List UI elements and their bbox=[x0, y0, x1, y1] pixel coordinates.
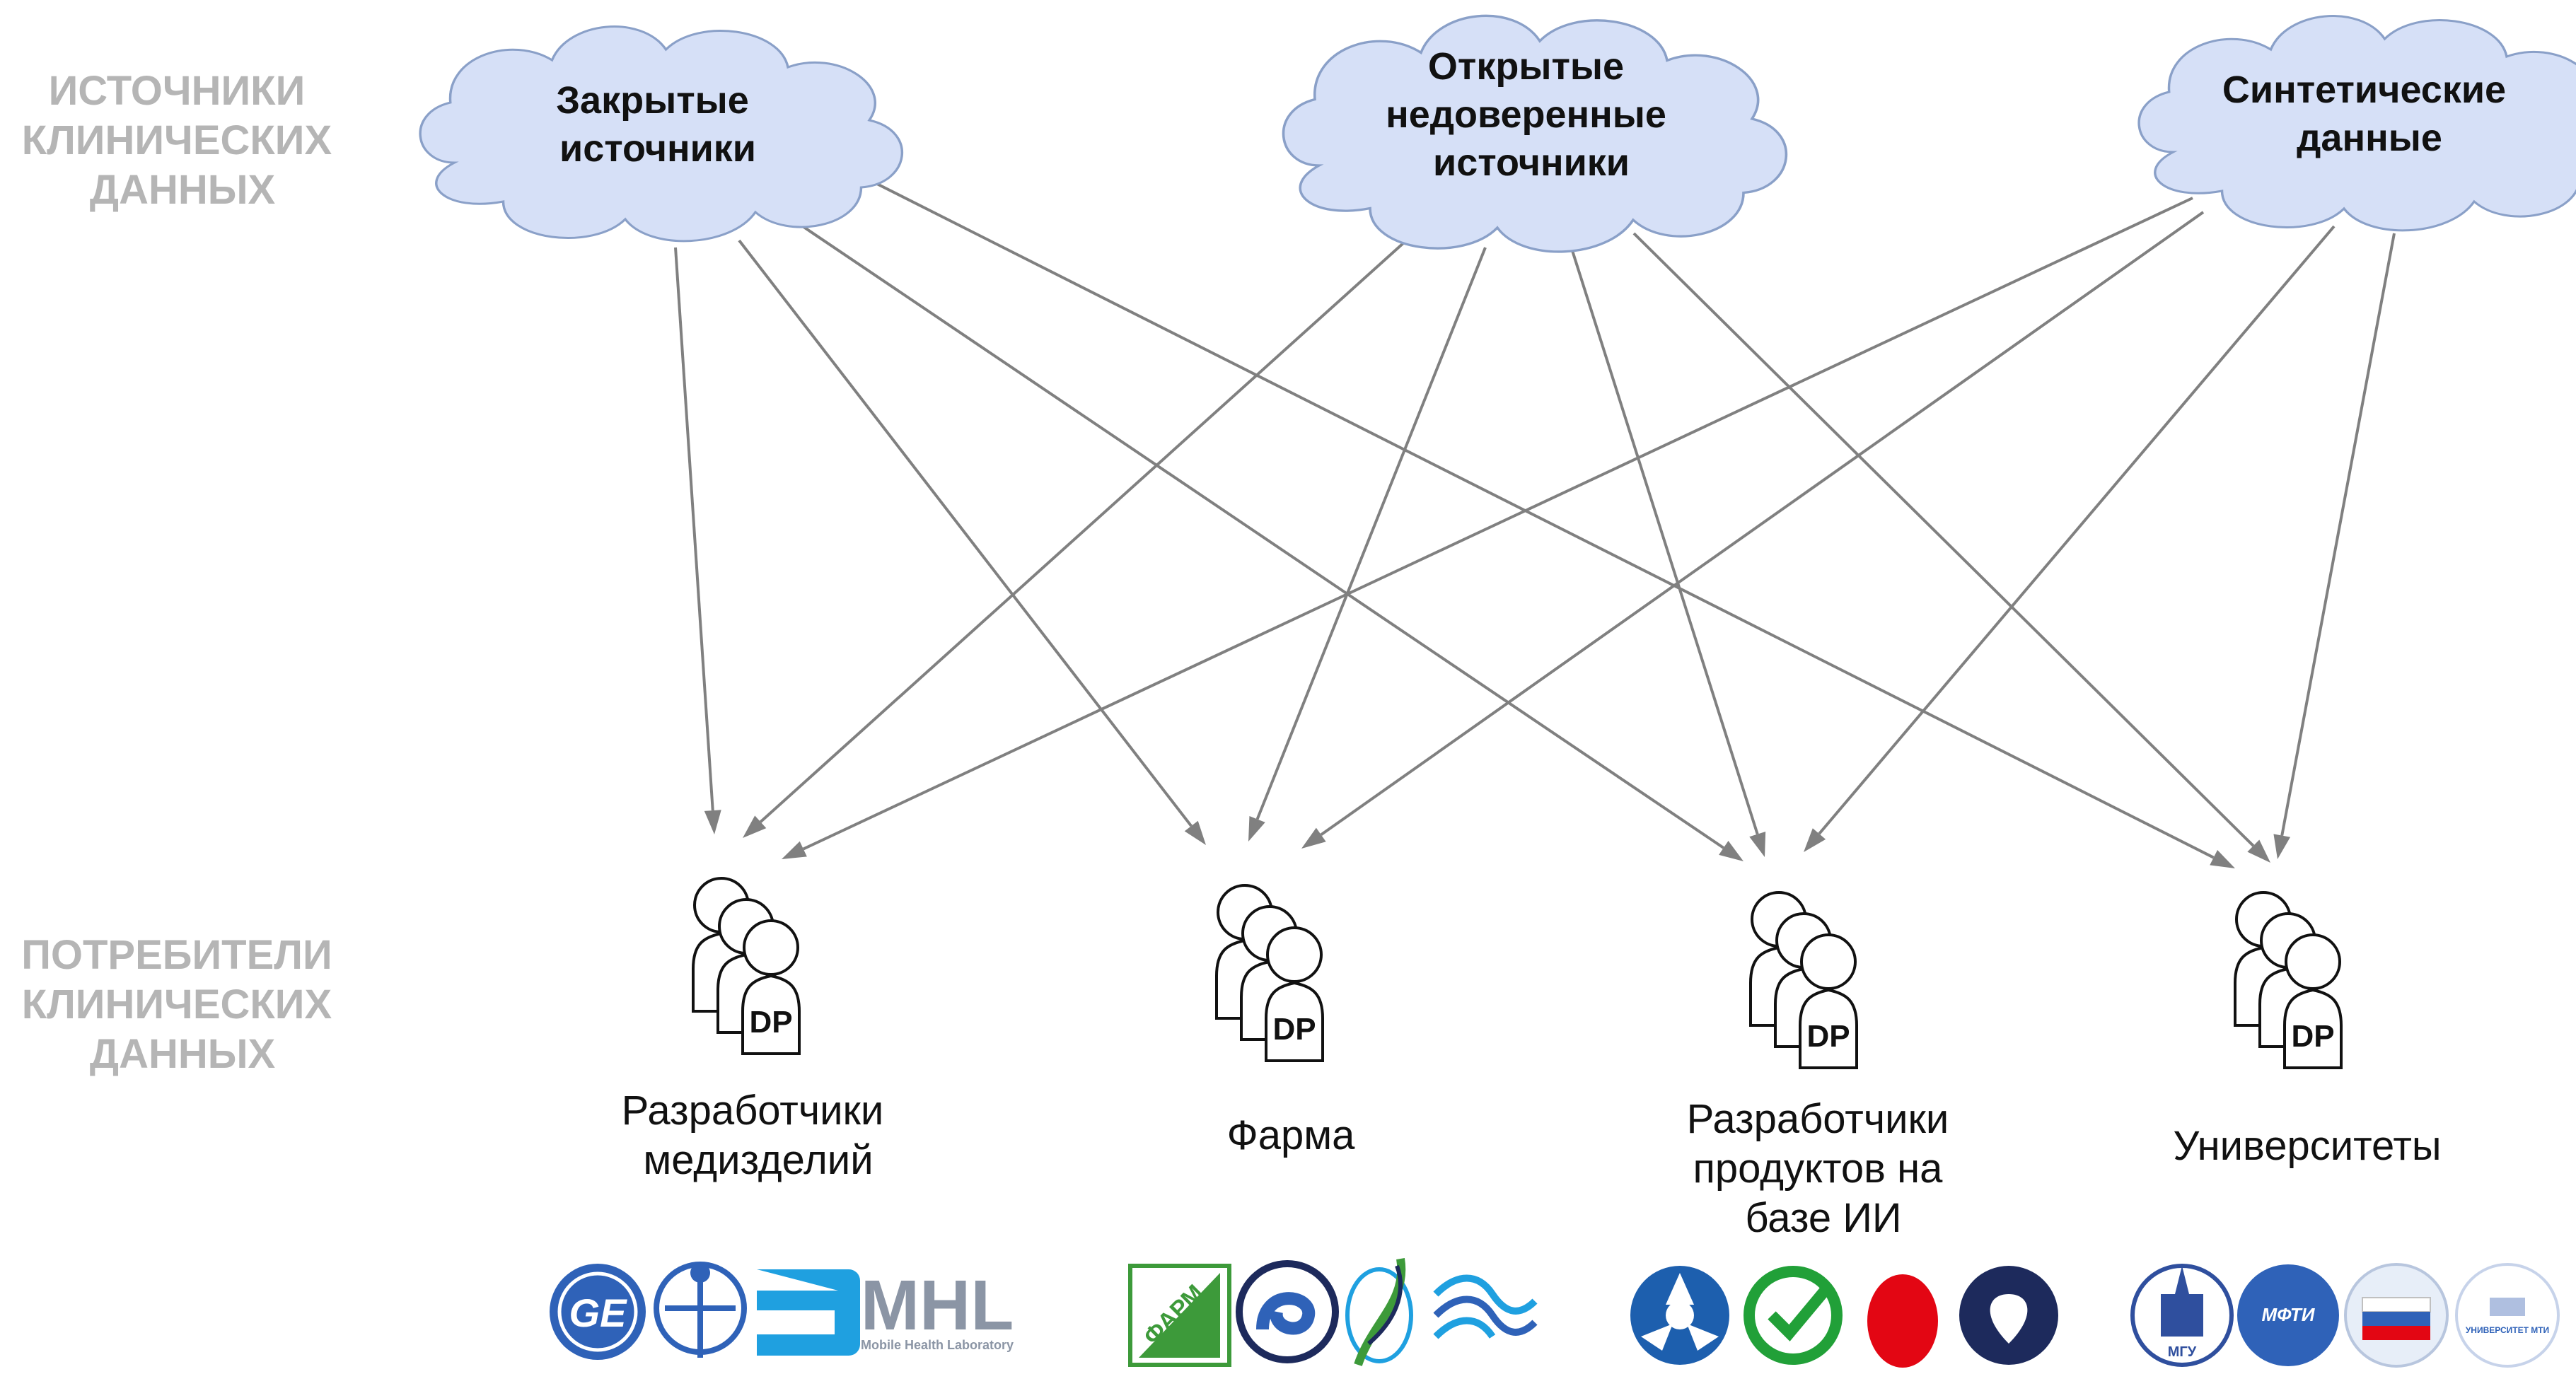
pharm-logo-icon: ФАРМ bbox=[1128, 1264, 1231, 1367]
source-cloud-closed-label: Закрытые источники bbox=[556, 79, 760, 170]
consumer-pharma-label: Фарма bbox=[1227, 1112, 1355, 1158]
person-head bbox=[1800, 933, 1857, 990]
person-head bbox=[1266, 926, 1323, 983]
arrowhead-synthetic-to-meddev bbox=[782, 841, 807, 859]
egg-logo-icon bbox=[1867, 1274, 1938, 1368]
consumers-side-label: ПОТРЕБИТЕЛИ КЛИНИЧЕСКИХ ДАННЫХ bbox=[21, 932, 344, 1077]
dp-badge: DP bbox=[749, 1005, 792, 1040]
logos-pharma: ФАРМ bbox=[1128, 1258, 1538, 1367]
person-body bbox=[2283, 988, 2343, 1069]
arrowhead-open-to-univ bbox=[2247, 839, 2270, 863]
person-body bbox=[1799, 988, 1858, 1069]
consumer-univ-label: Университеты bbox=[2173, 1123, 2441, 1169]
msu-logo-icon: МГУ bbox=[2130, 1264, 2234, 1367]
arrow-closed-to-ai bbox=[791, 218, 1724, 849]
consumer-pharma: DP bbox=[1215, 884, 1324, 1062]
people-group-icon bbox=[1749, 891, 1858, 1069]
people-group-icon bbox=[1215, 884, 1324, 1062]
consumer-univ: DP bbox=[2234, 891, 2343, 1069]
arrows-layer bbox=[674, 179, 2396, 868]
source-cloud-synthetic-label: Синтетические данные bbox=[2222, 69, 2517, 159]
swirl-logo-icon bbox=[1236, 1260, 1339, 1363]
svg-text:МГУ: МГУ bbox=[2168, 1344, 2197, 1360]
arrow-synthetic-to-meddev bbox=[802, 197, 2193, 851]
arrow-open-to-pharma bbox=[1255, 247, 1487, 820]
arrow-synthetic-to-univ bbox=[2280, 233, 2396, 836]
drop-logo-icon bbox=[1959, 1266, 2058, 1365]
medical-figure-logo-icon bbox=[654, 1262, 747, 1358]
sources-side-label: ИСТОЧНИКИ КЛИНИЧЕСКИХ ДАННЫХ bbox=[22, 68, 344, 213]
logos-ai bbox=[1630, 1266, 2058, 1368]
arrowhead-open-to-pharma bbox=[1248, 815, 1265, 842]
arrow-open-to-meddev bbox=[759, 228, 1420, 823]
arrowhead-closed-to-ai bbox=[1719, 841, 1744, 861]
rosatom-logo-icon bbox=[1630, 1266, 1729, 1365]
arrow-synthetic-to-pharma bbox=[1320, 211, 2205, 837]
source-cloud-open: Открытые недоверенные источники bbox=[1282, 14, 1788, 253]
flag-logo-icon bbox=[2344, 1263, 2449, 1368]
svg-text:Mobile Health Laboratory: Mobile Health Laboratory bbox=[861, 1338, 1014, 1352]
arrow-open-to-ai bbox=[1569, 243, 1759, 835]
arrow-synthetic-to-ai bbox=[1818, 225, 2336, 835]
arrowhead-open-to-ai bbox=[1749, 831, 1766, 857]
arrowhead-closed-to-meddev bbox=[704, 810, 721, 834]
wave-logo-icon bbox=[1433, 1274, 1538, 1339]
arrow-closed-to-univ bbox=[869, 179, 2215, 859]
person-head bbox=[2285, 933, 2341, 990]
consumer-ai-label: Разработчики продуктов на базе ИИ bbox=[1687, 1096, 1961, 1241]
people-group-icon bbox=[692, 877, 801, 1055]
univ-mti-logo-icon: УНИВЕРСИТЕТ МТИ bbox=[2455, 1263, 2560, 1368]
source-cloud-closed: Закрытые источники bbox=[419, 25, 904, 243]
arrow-open-to-univ bbox=[1632, 232, 2255, 847]
arrow-closed-to-pharma bbox=[738, 239, 1193, 827]
sber-logo-icon bbox=[1744, 1266, 1843, 1365]
person-body bbox=[741, 974, 801, 1055]
people-group-icon bbox=[2234, 891, 2343, 1069]
logos-meddev: GE MHL Mobile Health Laboratory bbox=[550, 1262, 1014, 1360]
consumer-ai: DP bbox=[1749, 891, 1858, 1069]
arrowhead-closed-to-pharma bbox=[1184, 820, 1206, 845]
dp-badge: DP bbox=[1806, 1019, 1850, 1054]
consumer-meddev: DP bbox=[692, 877, 801, 1055]
svg-text:УНИВЕРСИТЕТ МТИ: УНИВЕРСИТЕТ МТИ bbox=[2466, 1325, 2549, 1335]
leaf-logo-icon bbox=[1345, 1258, 1413, 1366]
mhl-logo-icon: MHL Mobile Health Laboratory bbox=[861, 1266, 1014, 1352]
arrowhead-open-to-meddev bbox=[743, 815, 767, 838]
source-cloud-synthetic: Синтетические данные bbox=[2137, 14, 2576, 232]
svg-text:МФТИ: МФТИ bbox=[2262, 1304, 2316, 1325]
source-cloud-open-label: Открытые недоверенные источники bbox=[1386, 45, 1677, 184]
arrowhead-closed-to-univ bbox=[2210, 849, 2235, 868]
arrowhead-synthetic-to-univ bbox=[2273, 834, 2291, 859]
person-body bbox=[1265, 981, 1324, 1062]
arrow-closed-to-meddev bbox=[674, 247, 714, 811]
logos-univ: МГУ МФТИ УНИВЕРСИТЕТ МТИ bbox=[2130, 1263, 2560, 1368]
consumer-meddev-label: Разработчики медизделий bbox=[622, 1088, 895, 1183]
svg-text:GE: GE bbox=[569, 1291, 628, 1335]
dp-badge: DP bbox=[1272, 1012, 1316, 1047]
abbott-logo-icon bbox=[757, 1269, 860, 1356]
ge-logo-icon: GE bbox=[550, 1264, 646, 1360]
svg-text:MHL: MHL bbox=[861, 1266, 1014, 1345]
arrowhead-synthetic-to-ai bbox=[1804, 828, 1826, 852]
arrowhead-synthetic-to-pharma bbox=[1301, 827, 1326, 849]
mipt-logo-icon: МФТИ bbox=[2237, 1264, 2339, 1366]
person-head bbox=[743, 919, 799, 976]
dp-badge: DP bbox=[2291, 1019, 2334, 1054]
